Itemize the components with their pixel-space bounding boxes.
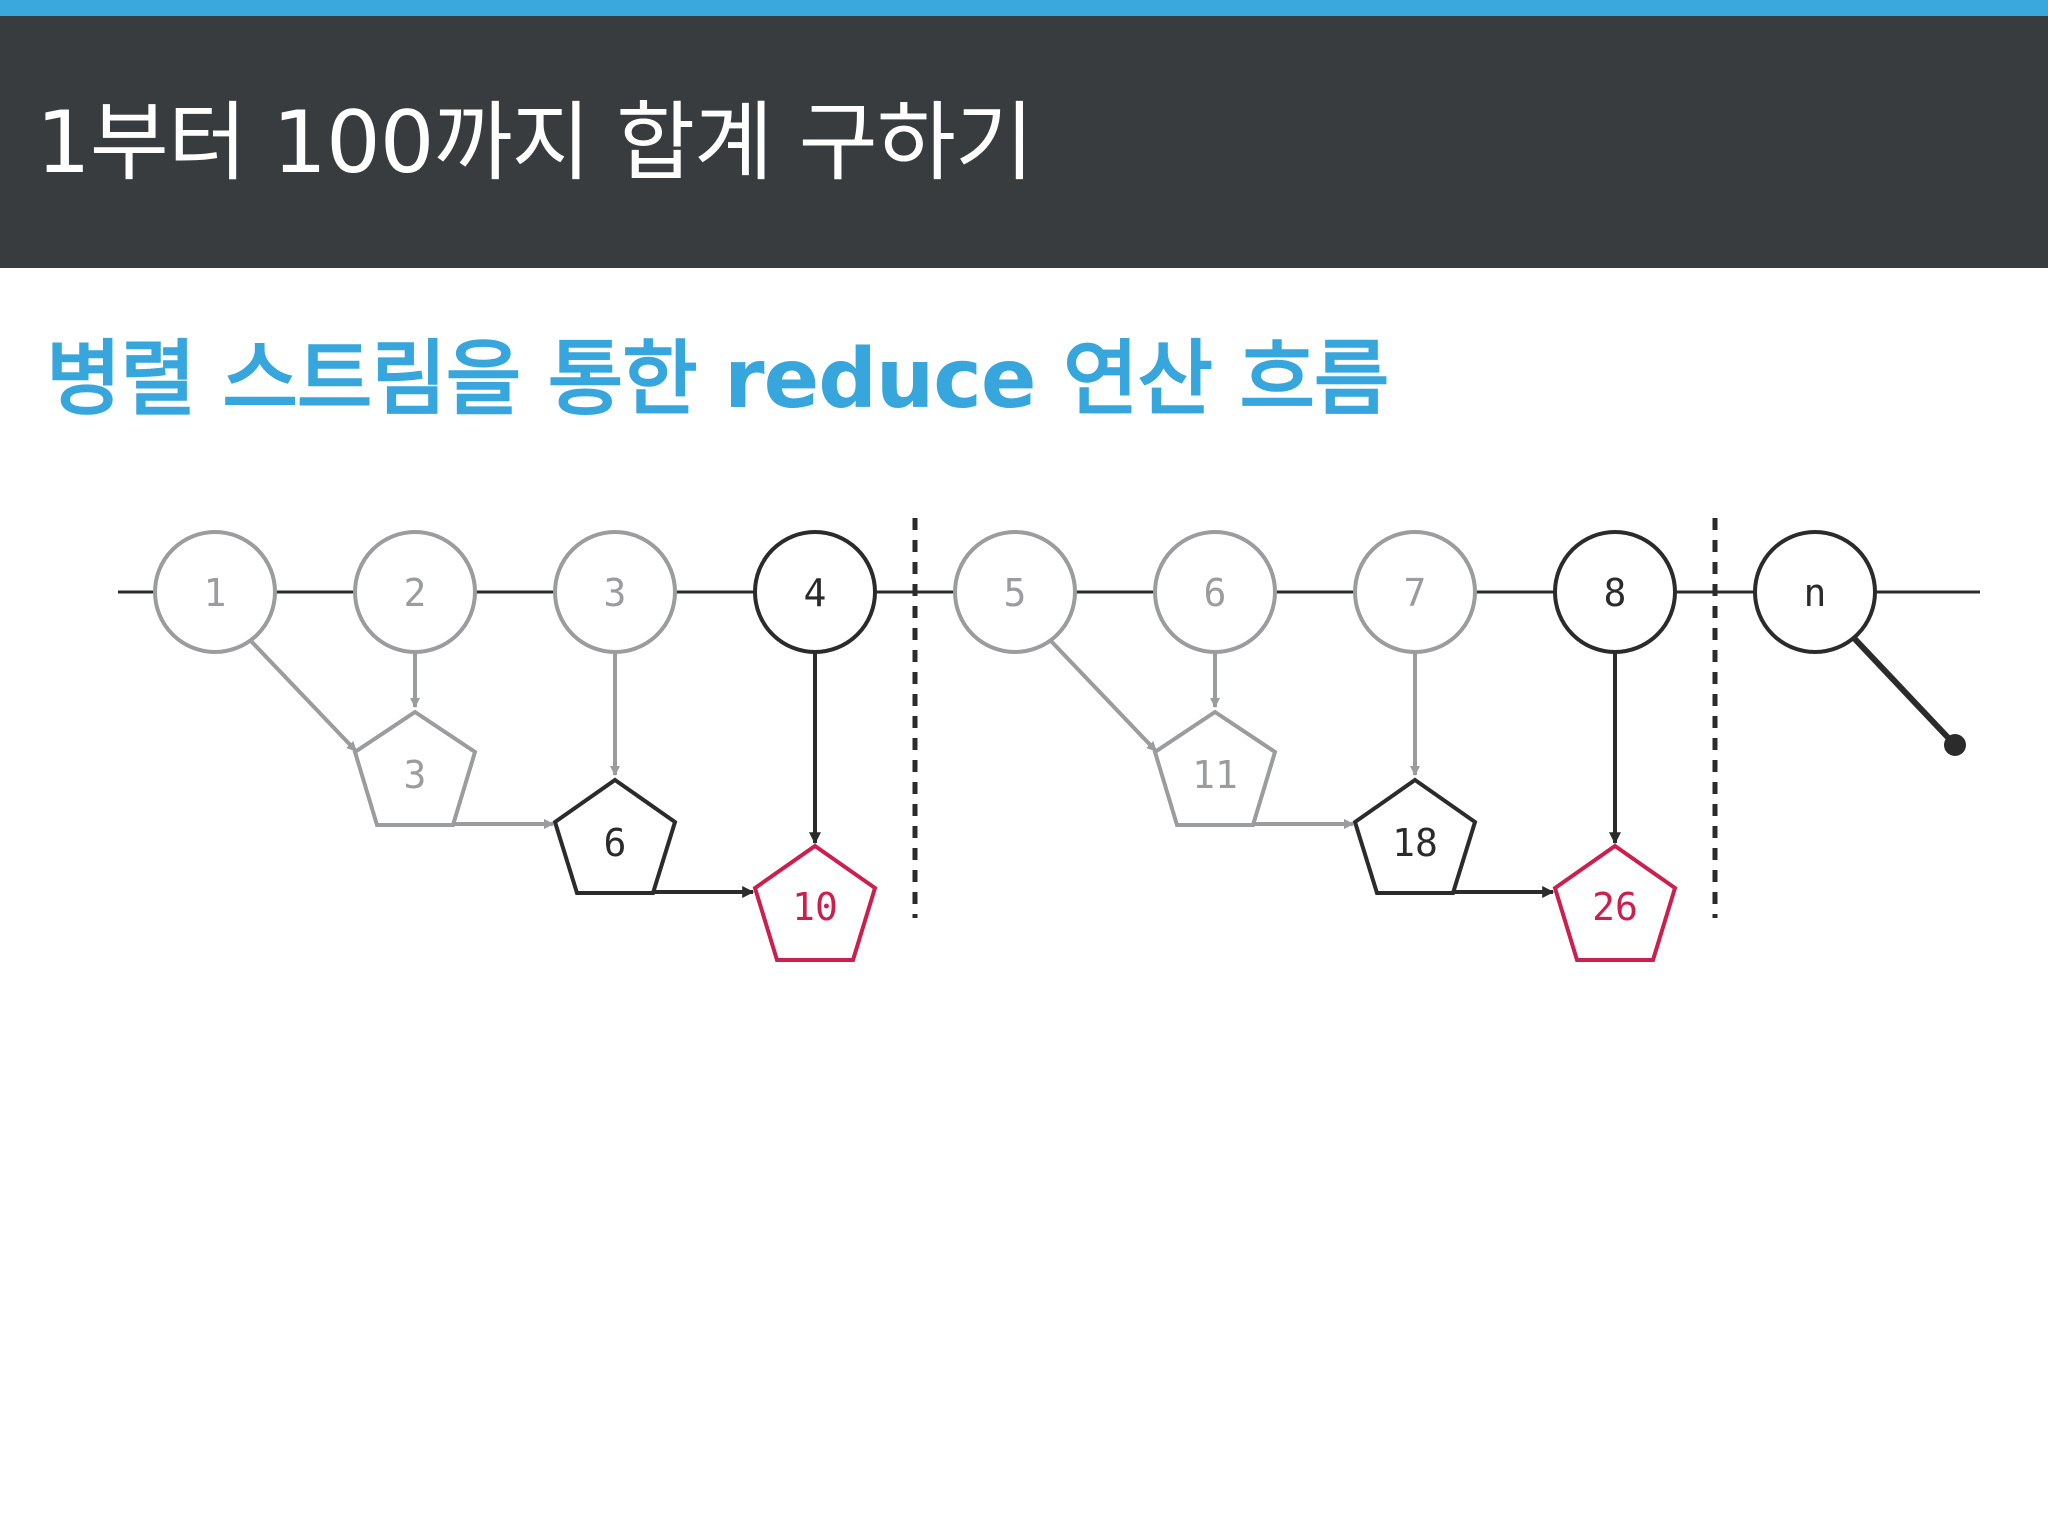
stream-element: 6 xyxy=(1153,530,1277,654)
top-accent-bar xyxy=(0,0,2048,16)
stream-element-label: 6 xyxy=(1204,571,1227,615)
stream-element: 5 xyxy=(953,530,1077,654)
stream-element-label: 7 xyxy=(1404,571,1427,615)
stream-element: 8 xyxy=(1553,530,1677,654)
result-label: 10 xyxy=(792,885,838,929)
stream-element-label: 5 xyxy=(1004,571,1027,615)
header-bar xyxy=(0,16,2048,268)
partial-sum-label: 18 xyxy=(1392,821,1438,865)
stream-element: 2 xyxy=(353,530,477,654)
flow-arrow xyxy=(248,638,358,753)
flow-arrow xyxy=(1048,638,1158,753)
partial-sum-label: 3 xyxy=(404,753,427,797)
result-label: 26 xyxy=(1592,885,1638,929)
stream-element-label: 3 xyxy=(604,571,627,615)
slide-subtitle: 병렬 스트림을 통한 reduce 연산 흐름 xyxy=(46,332,1389,427)
stream-element: 3 xyxy=(553,530,677,654)
result-node: 26 xyxy=(1552,843,1678,962)
partial-sum-label: 6 xyxy=(604,821,627,865)
stream-element-label: 2 xyxy=(404,571,427,615)
slide-title: 1부터 100까지 합계 구하기 xyxy=(36,93,1034,193)
stream-element: 1 xyxy=(153,530,277,654)
partial-sum-node: 18 xyxy=(1352,777,1478,895)
stream-element-label: 4 xyxy=(804,571,827,615)
stream-element: 4 xyxy=(753,530,877,654)
stream-element-label: n xyxy=(1804,571,1827,615)
partial-sum-node: 3 xyxy=(352,709,478,827)
stream-element: n xyxy=(1753,530,1877,654)
stream-end-line xyxy=(1849,633,1958,748)
partial-sum-node: 11 xyxy=(1152,709,1278,827)
stream-element-label: 8 xyxy=(1604,571,1627,615)
stream-end-dot xyxy=(1944,734,1966,756)
partial-sum-label: 11 xyxy=(1192,753,1238,797)
partial-sum-node: 6 xyxy=(552,777,678,895)
result-node: 10 xyxy=(752,843,878,962)
stream-element: 7 xyxy=(1353,530,1477,654)
stream-element-label: 1 xyxy=(204,571,227,615)
